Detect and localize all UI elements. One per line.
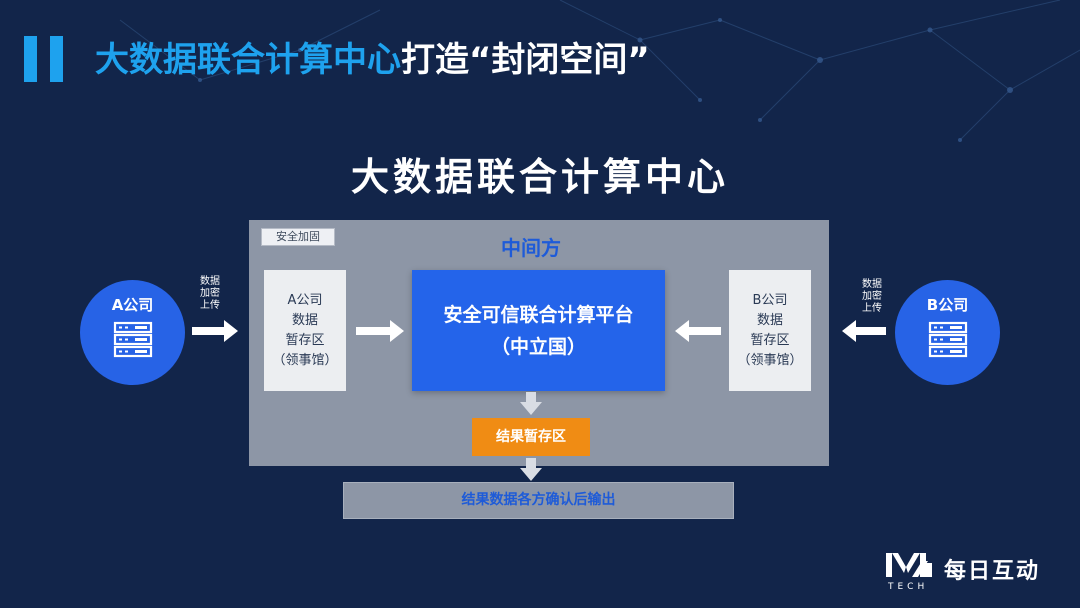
upload-label-line: 加密 bbox=[862, 291, 882, 302]
upload-label-line: 数据 bbox=[862, 279, 882, 290]
brand-logo-icon: TECH bbox=[886, 553, 932, 591]
secure-computing-platform: 安全可信联合计算平台 （中立国） bbox=[412, 270, 665, 391]
zone-b-line: 数据 bbox=[756, 312, 783, 328]
server-icon bbox=[928, 321, 968, 358]
result-staging-zone: 结果暂存区 bbox=[472, 418, 590, 456]
platform-line: 安全可信联合计算平台 bbox=[443, 303, 634, 326]
brand-name: 每日互动 bbox=[944, 559, 1041, 584]
company-b-name: B公司 bbox=[926, 296, 969, 314]
upload-label-line: 加密 bbox=[200, 288, 220, 299]
upload-label-line: 上传 bbox=[862, 303, 882, 314]
upload-label-line: 上传 bbox=[200, 300, 220, 311]
zone-b-line: 暂存区 bbox=[750, 332, 790, 348]
zone-a-line: 数据 bbox=[291, 312, 318, 328]
safety-hardening-tag: 安全加固 bbox=[261, 228, 335, 246]
platform-line: （中立国） bbox=[490, 335, 586, 358]
company-b-staging-zone: B公司 数据 暂存区 （领事馆） bbox=[729, 270, 811, 391]
section-heading: 大数据联合计算中心 bbox=[350, 155, 729, 199]
server-icon bbox=[113, 321, 153, 358]
company-b-upload-label: 数据 加密 上传 bbox=[854, 279, 890, 315]
slide-title: 大数据联合计算中心打造“封闭空间” bbox=[95, 36, 650, 84]
slide-title-rest: 打造“封闭空间” bbox=[401, 40, 650, 80]
slide-title-highlight: 大数据联合计算中心 bbox=[95, 40, 401, 80]
zone-a-line: 暂存区 bbox=[285, 332, 325, 348]
zone-a-line: A公司 bbox=[287, 292, 323, 308]
company-b-node: B公司 bbox=[895, 280, 1000, 385]
zone-b-line: B公司 bbox=[752, 292, 788, 308]
upload-label-line: 数据 bbox=[200, 276, 220, 287]
middle-party-label: 中间方 bbox=[501, 236, 561, 260]
zone-a-line: （领事馆） bbox=[272, 352, 338, 368]
company-a-upload-label: 数据 加密 上传 bbox=[192, 276, 228, 312]
zone-b-line: （领事馆） bbox=[737, 352, 803, 368]
brand-logo-sub: TECH bbox=[887, 582, 928, 591]
output-bar: 结果数据各方确认后输出 bbox=[343, 482, 734, 519]
company-a-staging-zone: A公司 数据 暂存区 （领事馆） bbox=[264, 270, 346, 391]
company-a-node: A公司 bbox=[80, 280, 185, 385]
company-a-name: A公司 bbox=[111, 296, 154, 314]
